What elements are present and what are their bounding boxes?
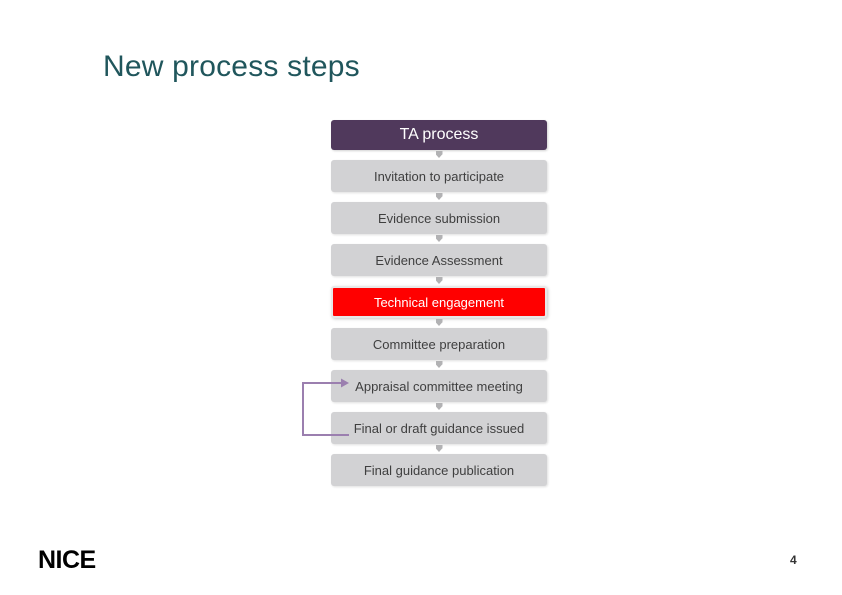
flow-step-label: Evidence Assessment — [375, 252, 503, 268]
flow-step-final-guidance-publication[interactable]: Final guidance publication — [331, 454, 547, 486]
connector-0 — [331, 150, 547, 160]
flow-step-technical-engagement[interactable]: Technical engagement — [331, 286, 547, 318]
flow-step-evidence-assessment[interactable]: Evidence Assessment — [331, 244, 547, 276]
chevron-down-icon — [435, 445, 443, 452]
chevron-down-icon — [435, 235, 443, 242]
chevron-down-icon — [435, 403, 443, 410]
flow-step-committee-preparation[interactable]: Committee preparation — [331, 328, 547, 360]
chevron-down-icon — [435, 151, 443, 158]
connector-3 — [331, 276, 547, 286]
flow-step-appraisal-committee-meeting[interactable]: Appraisal committee meeting — [331, 370, 547, 402]
flow-step-label: Technical engagement — [373, 294, 505, 310]
process-flow-diagram: TA process Invitation to participate Evi… — [331, 120, 547, 486]
chevron-down-icon — [435, 277, 443, 284]
chevron-down-icon — [435, 319, 443, 326]
flow-step-final-or-draft-guidance-issued[interactable]: Final or draft guidance issued — [331, 412, 547, 444]
flow-step-invitation-to-participate[interactable]: Invitation to participate — [331, 160, 547, 192]
page-number: 4 — [790, 553, 797, 567]
connector-7 — [331, 444, 547, 454]
chevron-down-icon — [435, 361, 443, 368]
page-title: New process steps — [103, 50, 360, 83]
flow-step-header-label: TA process — [399, 126, 479, 143]
flow-step-label: Evidence submission — [377, 210, 501, 226]
flow-step-header[interactable]: TA process — [331, 120, 547, 150]
connector-2 — [331, 234, 547, 244]
connector-4 — [331, 318, 547, 328]
nice-logo: NICE — [38, 546, 96, 574]
flow-step-label: Appraisal committee meeting — [355, 378, 523, 394]
flow-step-label: Committee preparation — [372, 336, 506, 352]
connector-6 — [331, 402, 547, 412]
connector-5 — [331, 360, 547, 370]
connector-1 — [331, 192, 547, 202]
flow-step-label: Final or draft guidance issued — [353, 420, 525, 436]
flow-step-label: Invitation to participate — [373, 168, 505, 184]
flow-step-evidence-submission[interactable]: Evidence submission — [331, 202, 547, 234]
chevron-down-icon — [435, 193, 443, 200]
flow-step-label: Final guidance publication — [363, 462, 515, 478]
